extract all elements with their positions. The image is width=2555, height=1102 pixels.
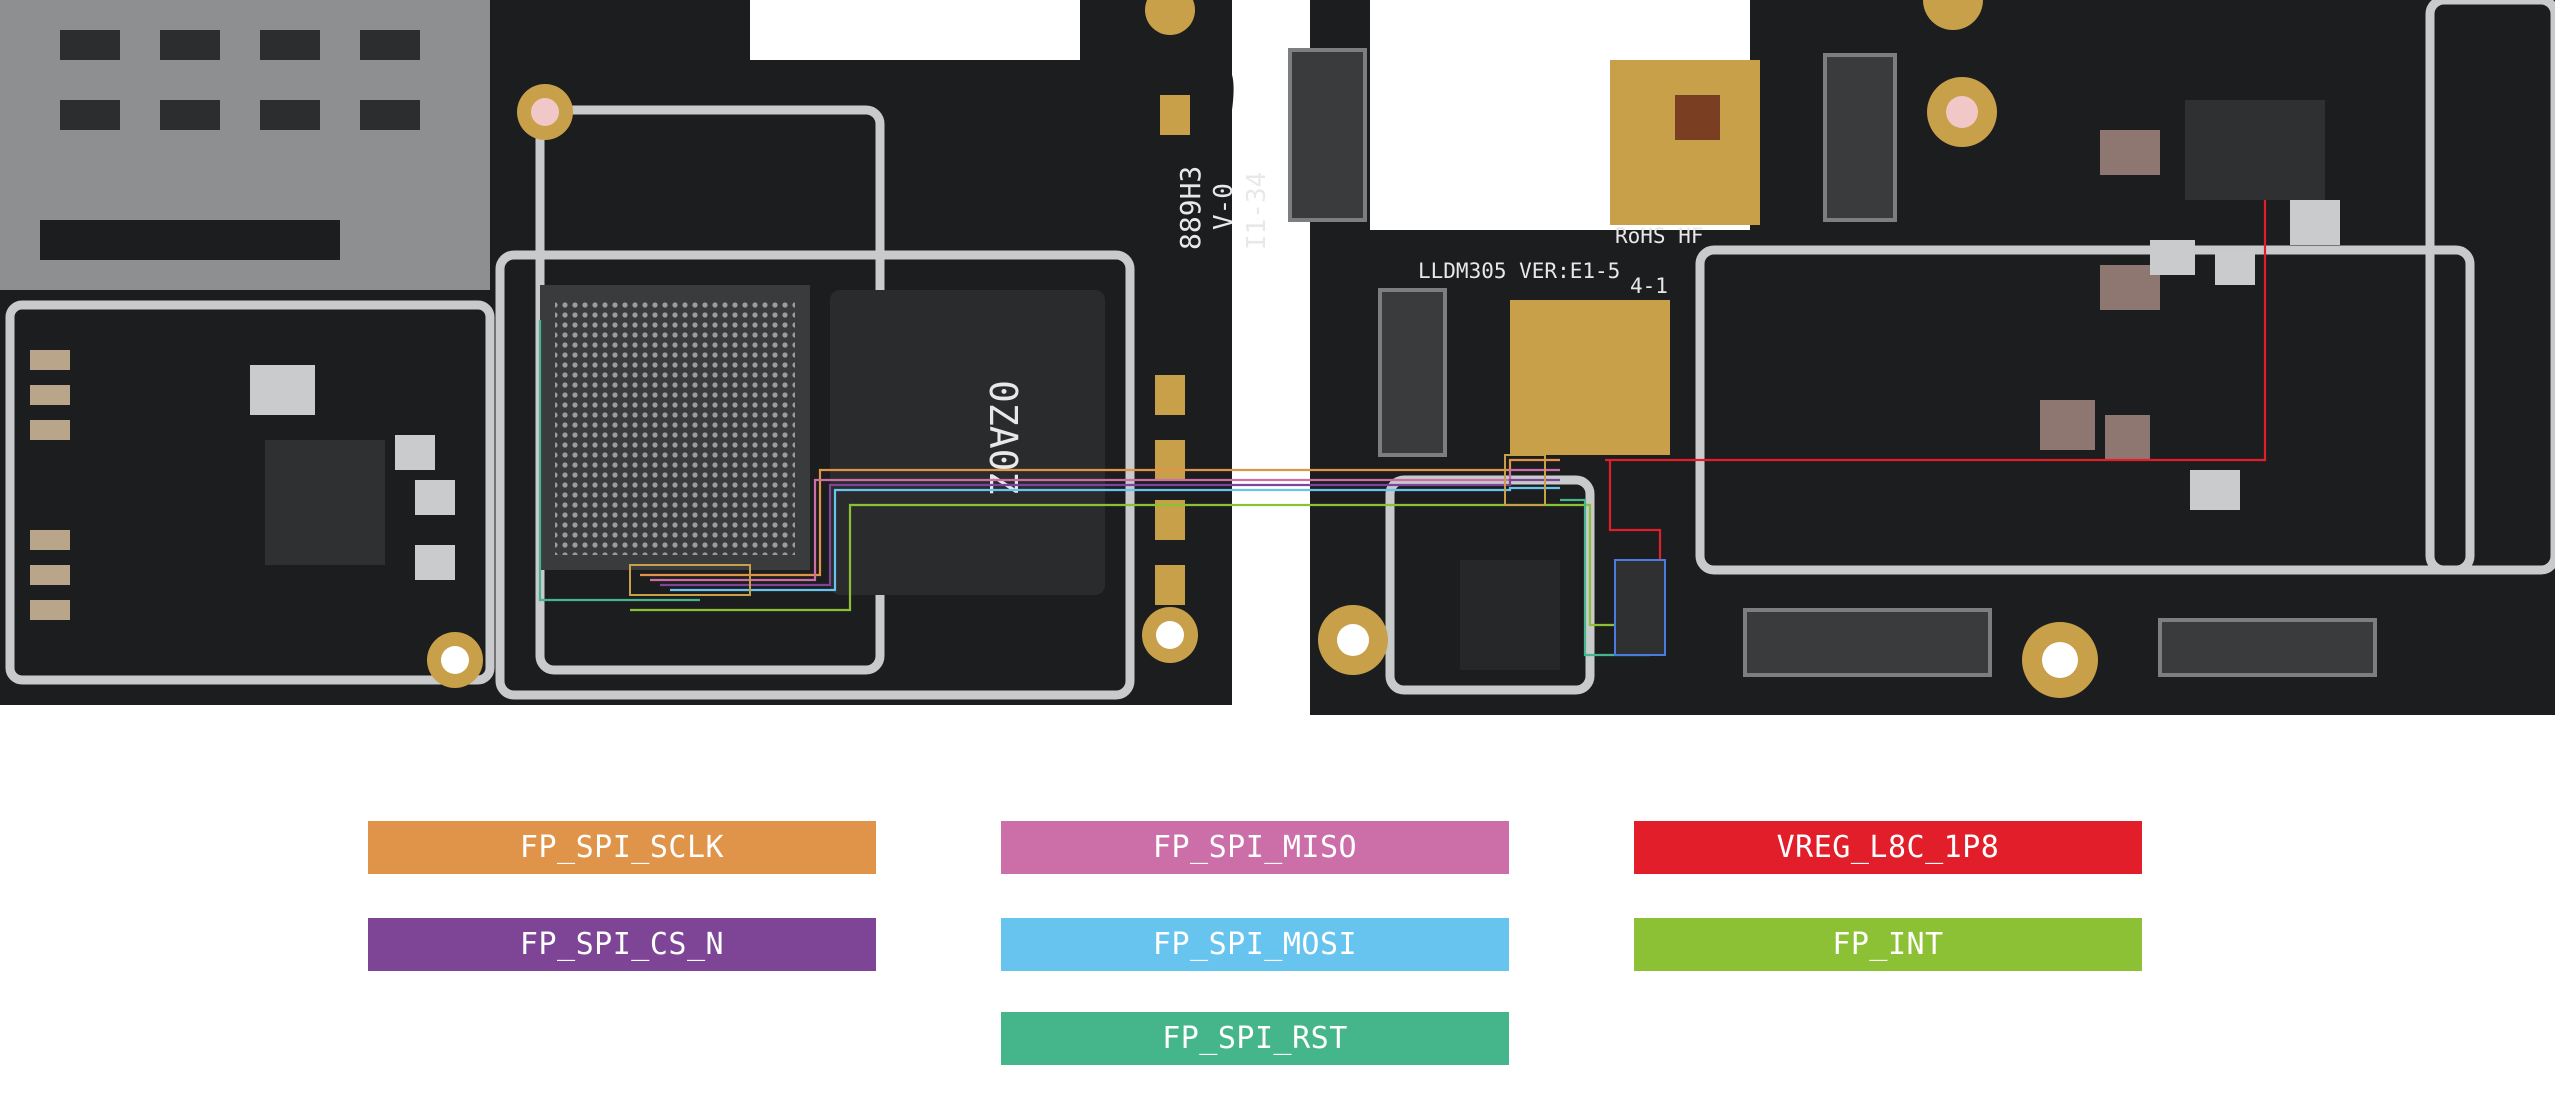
memory-chip	[830, 290, 1105, 595]
legend-label: FP_SPI_MISO	[1152, 830, 1358, 865]
rohs-mark: RoHS HF	[1615, 224, 1704, 248]
legend-vreg-l8c-1p8: VREG_L8C_1P8	[1634, 821, 2142, 874]
trace-fp-spi-sclk	[640, 458, 1560, 577]
soc-mark: 0ZA0Z	[981, 380, 1025, 494]
legend-label: VREG_L8C_1P8	[1776, 830, 2000, 865]
trace-fp-spi-miso	[650, 468, 1560, 582]
legend-label: FP_INT	[1832, 927, 1944, 962]
trace-fp-spi-mosi	[670, 486, 1560, 592]
legend-label: FP_SPI_CS_N	[519, 927, 725, 962]
connector-top-left	[1288, 48, 1367, 222]
legend-fp-spi-mosi: FP_SPI_MOSI	[1001, 918, 1509, 971]
mounting-holes-right	[1318, 0, 2098, 698]
legend-fp-spi-miso: FP_SPI_MISO	[1001, 821, 1509, 874]
gold-plate-top	[1610, 60, 1760, 225]
pcb-photo: 0ZA0Z	[0, 0, 2555, 715]
legend-fp-int: FP_INT	[1634, 918, 2142, 971]
left-board: 0ZA0Z	[0, 0, 1272, 705]
board-model-right: LLDM305 VER:E1-5	[1418, 259, 1620, 283]
fp-connector-pads	[629, 454, 1666, 656]
trace-fp-spi-rst	[538, 320, 700, 602]
legend-label: FP_SPI_MOSI	[1152, 927, 1358, 962]
gold-plate-bottom	[1510, 300, 1670, 455]
board-code-left: 889H3	[1174, 166, 1207, 250]
board-version-left: V-0	[1209, 183, 1239, 230]
right-board: LLDM305 VER:E1-5 RoHS HF 4-1	[1288, 0, 2555, 715]
legend-label: FP_SPI_RST	[1162, 1021, 1348, 1056]
mounting-holes-left	[427, 0, 1198, 688]
connector-fp	[1378, 288, 1447, 457]
trace-fp-spi-cs-n	[660, 478, 1560, 587]
trace-vreg-l8c-1p8	[1605, 200, 2267, 462]
legend-fp-spi-cs-n: FP_SPI_CS_N	[368, 918, 876, 971]
date-code: 4-1	[1630, 274, 1668, 298]
legend-fp-spi-sclk: FP_SPI_SCLK	[368, 821, 876, 874]
legend-label: FP_SPI_SCLK	[519, 830, 725, 865]
board-date-left: I1-34	[1242, 172, 1272, 250]
legend-fp-spi-rst: FP_SPI_RST	[1001, 1012, 1509, 1065]
